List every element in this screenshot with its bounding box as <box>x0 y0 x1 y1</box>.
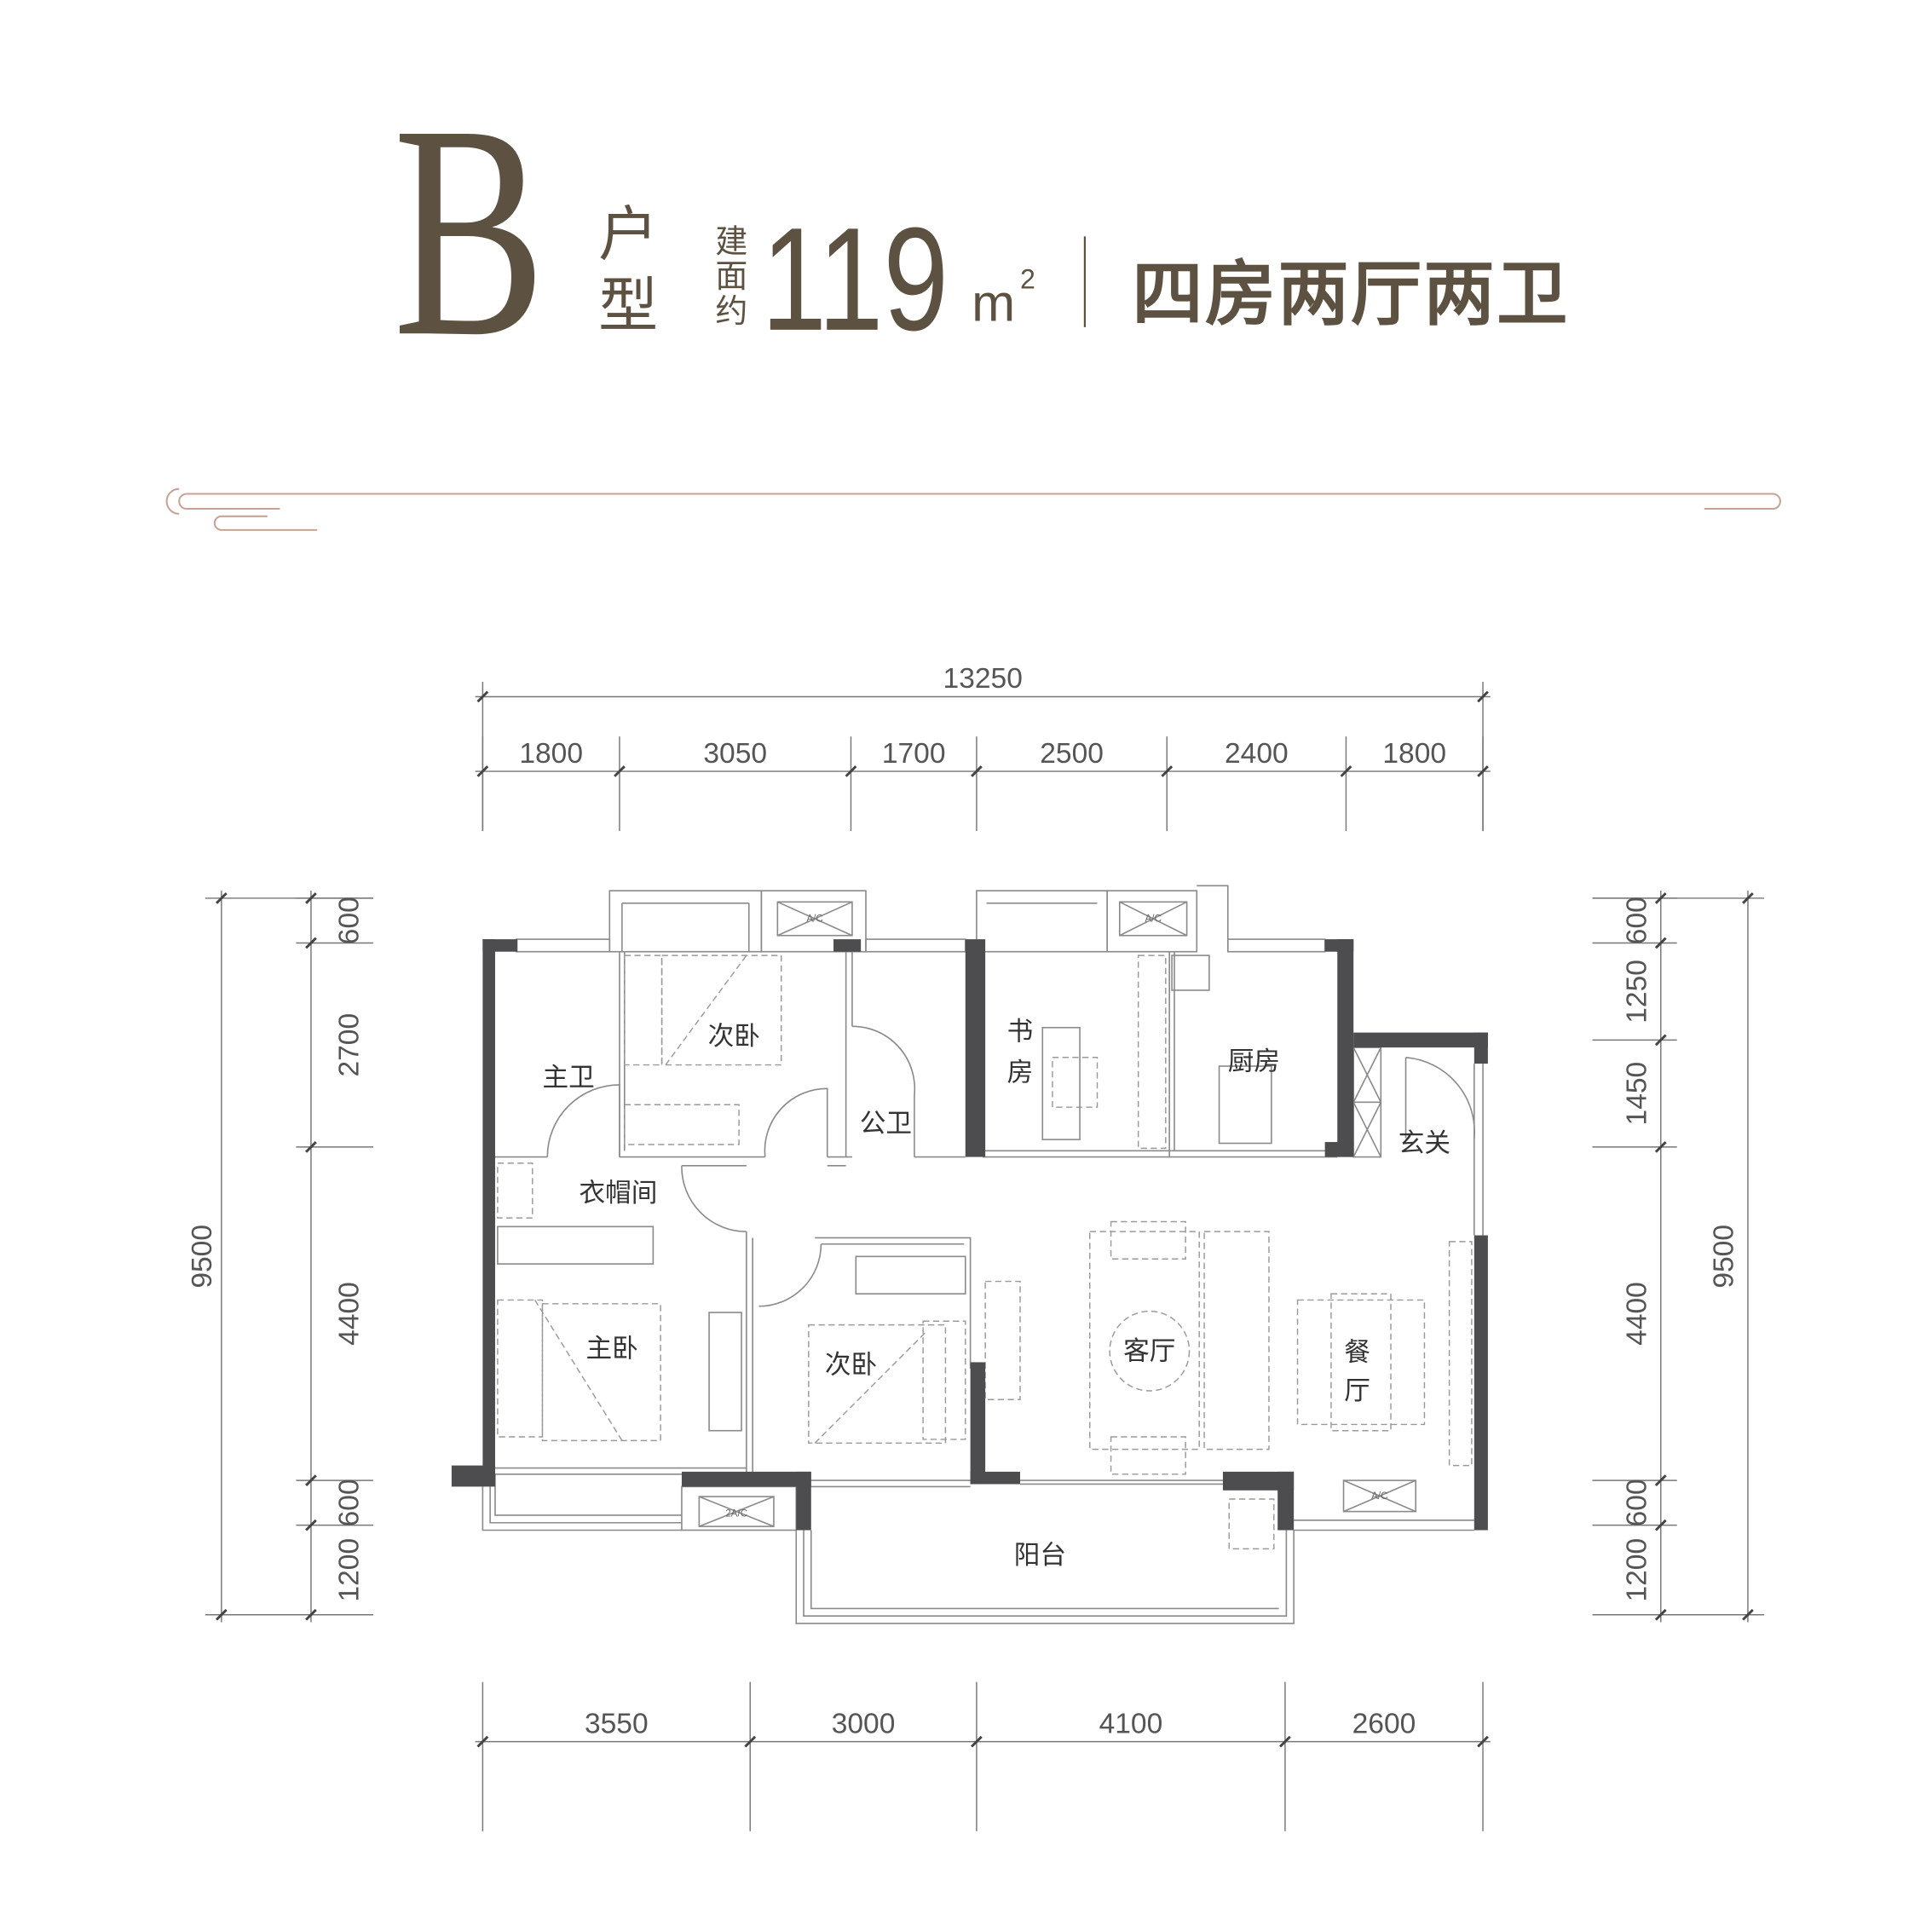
room-labels: 次卧 主卫 公卫 衣帽间 书 房 厨房 玄关 主卧 次卧 客厅 餐 厅 阳台 A… <box>542 914 1450 1571</box>
dim-segment: 600 <box>333 897 365 944</box>
area-unit: m <box>972 274 1015 332</box>
bottom-dimensions: 3550 3000 4100 2600 <box>475 1681 1491 1831</box>
right-dimensions: 9500 600 1250 1450 4400 600 1200 <box>1592 891 1764 1623</box>
layout-description: 四房两厅两卫 <box>1132 255 1567 334</box>
dim-segment: 1800 <box>519 738 583 770</box>
interior-walls <box>494 951 1338 1475</box>
left-dimensions: 9500 600 2700 4400 600 1200 <box>187 891 373 1623</box>
ac-label: 2A/C <box>725 1508 747 1519</box>
room-foyer: 玄关 <box>1399 1129 1450 1159</box>
dim-segment: 600 <box>1621 1479 1652 1526</box>
floor-plan: 次卧 主卫 公卫 衣帽间 书 房 厨房 玄关 主卧 次卧 客厅 餐 厅 阳台 A… <box>451 885 1488 1624</box>
doors <box>546 1025 1475 1307</box>
dim-segment: 2500 <box>1040 738 1104 770</box>
dim-top-total: 13250 <box>943 663 1023 695</box>
area-value: 119 <box>761 198 949 361</box>
room-dining-2: 厅 <box>1344 1376 1370 1406</box>
dim-segment: 1200 <box>1621 1538 1652 1602</box>
room-living: 客厅 <box>1123 1337 1175 1367</box>
dim-segment: 2400 <box>1225 738 1289 770</box>
area-unit-sup: 2 <box>1020 264 1035 295</box>
room-master-bedroom: 主卧 <box>586 1335 638 1364</box>
dim-segment: 3550 <box>585 1708 649 1739</box>
furniture <box>497 954 1473 1475</box>
room-study-1: 书 <box>1007 1017 1034 1047</box>
ac-label: A/C <box>1145 914 1161 925</box>
ac-label: A/C <box>806 914 822 925</box>
dim-segment: 1200 <box>333 1538 365 1602</box>
unit-word-1: 户 <box>598 201 658 268</box>
dim-segment: 600 <box>1621 897 1652 944</box>
dim-segment: 1450 <box>1621 1062 1652 1126</box>
area-label-1: 建 <box>715 224 747 260</box>
room-study-2: 房 <box>1007 1058 1034 1088</box>
room-public-bath: 公卫 <box>860 1109 912 1139</box>
dim-segment: 4400 <box>1621 1282 1652 1346</box>
area-label-2: 面 <box>715 259 747 295</box>
dim-segment: 2600 <box>1352 1708 1416 1739</box>
dim-segment: 600 <box>333 1479 365 1526</box>
dim-segment: 1700 <box>882 738 946 770</box>
unit-letter: B <box>393 62 545 400</box>
decorative-divider <box>165 487 1781 531</box>
dim-segment: 3050 <box>703 738 767 770</box>
room-balcony: 阳台 <box>1014 1541 1066 1571</box>
header: B 户 型 建 面 约 119 m 2 四房两厅两卫 <box>393 62 1567 400</box>
room-bedroom-2-top: 次卧 <box>708 1022 760 1052</box>
room-dining-1: 餐 <box>1344 1338 1370 1368</box>
top-dimensions: 13250 1800 3050 1700 2500 2400 1800 <box>475 663 1491 832</box>
unit-word-2: 型 <box>598 272 658 338</box>
dim-left-total: 9500 <box>187 1225 218 1289</box>
dim-segment: 1250 <box>1621 960 1652 1024</box>
dim-segment: 3000 <box>832 1708 896 1739</box>
dim-segment: 1800 <box>1382 738 1446 770</box>
room-master-bath: 主卫 <box>542 1063 594 1093</box>
dim-segment: 4400 <box>333 1282 365 1346</box>
dim-segment: 2700 <box>333 1013 365 1077</box>
area-label-3: 约 <box>715 294 747 330</box>
structural-walls <box>451 939 1488 1531</box>
dim-segment: 4100 <box>1099 1708 1163 1739</box>
ac-label: A/C <box>1371 1491 1387 1502</box>
room-cloakroom: 衣帽间 <box>580 1179 658 1208</box>
dim-right-total: 9500 <box>1708 1225 1739 1289</box>
room-kitchen: 厨房 <box>1228 1047 1280 1076</box>
room-bedroom-2-bottom: 次卧 <box>825 1351 877 1381</box>
